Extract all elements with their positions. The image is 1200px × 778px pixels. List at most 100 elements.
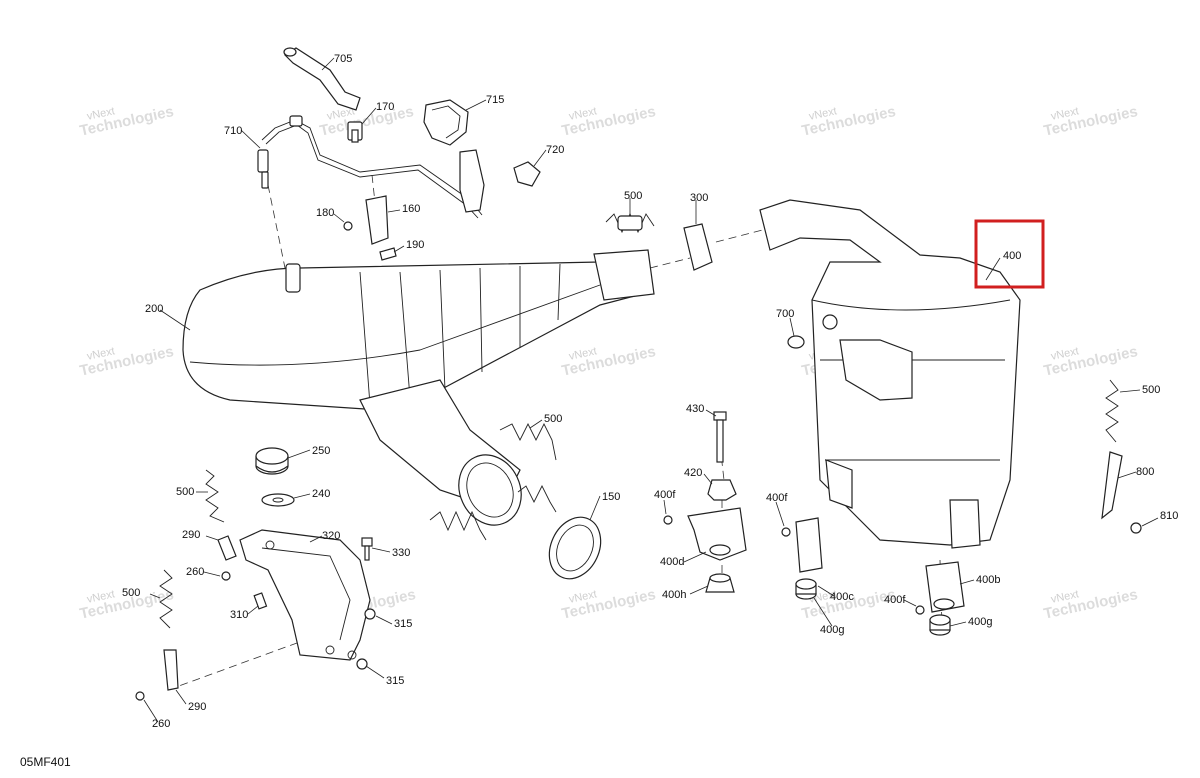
- part-150-gasket-ring[interactable]: [540, 509, 611, 587]
- label-400b: 400b: [976, 574, 1000, 586]
- part-200-expansion-chamber[interactable]: [182, 249, 655, 535]
- label-700: 700: [776, 308, 794, 320]
- label-330: 330: [392, 547, 410, 559]
- part-400h-isolator[interactable]: [705, 573, 735, 593]
- watermark: vNext Technologies: [560, 343, 657, 380]
- part-400c-bracket[interactable]: [795, 517, 823, 573]
- label-300: 300: [690, 192, 708, 204]
- watermark-line2: Technologies: [560, 103, 657, 140]
- label-400: 400: [1003, 250, 1021, 262]
- label-190: 190: [406, 239, 424, 251]
- label-315-upper: 315: [394, 618, 412, 630]
- watermark: vNext Technologies: [78, 343, 175, 380]
- watermark: vNext Technologies: [560, 103, 657, 140]
- label-715: 715: [486, 94, 504, 106]
- part-710-sensor[interactable]: [257, 115, 483, 219]
- watermark-line2: Technologies: [1042, 103, 1139, 140]
- watermark-line2: Technologies: [1042, 343, 1139, 380]
- part-500-spring-right[interactable]: [1105, 379, 1119, 443]
- part-315-nut-upper[interactable]: [364, 608, 376, 620]
- label-180: 180: [316, 207, 334, 219]
- label-160: 160: [402, 203, 420, 215]
- part-400b-bracket[interactable]: [925, 561, 965, 613]
- part-400d-bracket[interactable]: [687, 507, 747, 561]
- label-400f-lower: 400f: [884, 594, 906, 606]
- part-500-spring-left[interactable]: [205, 469, 225, 523]
- watermark-line2: Technologies: [800, 103, 897, 140]
- part-300-gasket[interactable]: [683, 223, 713, 271]
- part-310-bolt[interactable]: [253, 592, 268, 610]
- label-800: 800: [1136, 466, 1154, 478]
- watermark: vNext Technologies: [78, 586, 175, 623]
- watermark-line1: vNext: [326, 105, 356, 123]
- part-500-spring-middle[interactable]: [499, 422, 557, 461]
- label-810: 810: [1160, 510, 1178, 522]
- watermark-line1: vNext: [1050, 345, 1080, 363]
- diagram-code: 05MF401: [20, 755, 71, 769]
- part-430-bolt[interactable]: [713, 411, 727, 463]
- part-240-washer[interactable]: [261, 493, 295, 507]
- label-420: 420: [684, 467, 702, 479]
- part-810-screw[interactable]: [1130, 522, 1142, 534]
- label-500-top: 500: [624, 190, 642, 202]
- part-250-cap[interactable]: [255, 447, 289, 475]
- label-705: 705: [334, 53, 352, 65]
- part-500-spring-lower[interactable]: [429, 484, 557, 541]
- label-710: 710: [224, 125, 242, 137]
- part-700-plug[interactable]: [787, 335, 805, 349]
- part-330-bolt[interactable]: [361, 537, 373, 561]
- part-500-spring-bottom-left[interactable]: [159, 569, 173, 629]
- label-200: 200: [145, 303, 163, 315]
- part-160-bracket[interactable]: [365, 195, 389, 245]
- part-320-bracket[interactable]: [239, 529, 371, 661]
- label-170: 170: [376, 101, 394, 113]
- watermark-line2: Technologies: [78, 343, 175, 380]
- part-labels: 705 170 715 710 720 160 180 190 500 300 …: [122, 53, 1178, 730]
- label-400d: 400d: [660, 556, 684, 568]
- part-260-nut-lower[interactable]: [135, 691, 145, 701]
- part-715-heat-shield[interactable]: [423, 99, 485, 213]
- part-400-muffler[interactable]: [759, 199, 1021, 549]
- part-170-connector[interactable]: [347, 121, 363, 143]
- watermark: vNext Technologies: [1042, 103, 1139, 140]
- watermark-line1: vNext: [86, 588, 116, 606]
- part-400f-screw-lower[interactable]: [915, 605, 925, 615]
- part-500-spring-top[interactable]: [605, 212, 655, 234]
- label-400h: 400h: [662, 589, 686, 601]
- part-400g-isolator-center[interactable]: [795, 578, 817, 600]
- watermark-line1: vNext: [568, 588, 598, 606]
- label-400g-center: 400g: [820, 624, 844, 636]
- part-720-clip[interactable]: [513, 161, 541, 187]
- watermark: vNext Technologies: [318, 103, 415, 140]
- part-290-clip-upper[interactable]: [217, 535, 237, 561]
- label-240: 240: [312, 488, 330, 500]
- label-500-left: 500: [176, 486, 194, 498]
- label-400c: 400c: [830, 591, 854, 603]
- part-400f-screw-right[interactable]: [781, 527, 791, 537]
- part-180-screw[interactable]: [343, 221, 353, 231]
- part-400g-isolator-right[interactable]: [929, 614, 951, 636]
- label-290-lower: 290: [188, 701, 206, 713]
- part-315-nut-lower[interactable]: [356, 658, 368, 670]
- part-800-hanger[interactable]: [1101, 451, 1123, 520]
- selected-part-highlight[interactable]: [974, 219, 1045, 289]
- part-400f-screw-center[interactable]: [663, 515, 673, 525]
- label-500-right: 500: [1142, 384, 1160, 396]
- part-420-grommet[interactable]: [707, 479, 737, 501]
- part-190-clamp[interactable]: [379, 247, 397, 261]
- watermark: vNext Technologies: [1042, 586, 1139, 623]
- label-400f-right: 400f: [766, 492, 788, 504]
- watermark-line2: Technologies: [78, 103, 175, 140]
- part-705-hose[interactable]: [283, 47, 361, 111]
- part-290-clip-lower[interactable]: [163, 649, 179, 691]
- watermark: vNext Technologies: [560, 586, 657, 623]
- label-320: 320: [322, 530, 340, 542]
- watermark-line1: vNext: [1050, 105, 1080, 123]
- label-310: 310: [230, 609, 248, 621]
- watermark-line2: Technologies: [318, 103, 415, 140]
- watermark-line2: Technologies: [560, 343, 657, 380]
- part-260-nut-upper[interactable]: [221, 571, 231, 581]
- label-400f-center: 400f: [654, 489, 676, 501]
- watermark-line1: vNext: [568, 345, 598, 363]
